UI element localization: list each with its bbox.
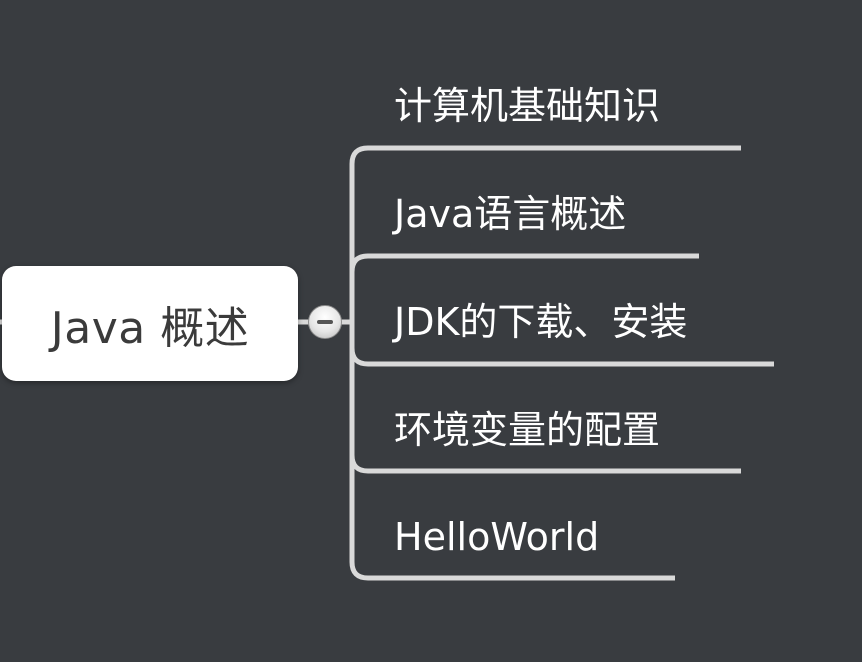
branch-line-2 xyxy=(349,253,699,273)
subtopic-2[interactable]: Java语言概述 xyxy=(394,195,626,233)
root-topic-label: Java 概述 xyxy=(50,302,250,354)
subtopic-1-label: 计算机基础知识 xyxy=(394,84,661,128)
minus-circle-icon xyxy=(317,320,333,324)
collapse-toggle-button[interactable] xyxy=(308,305,342,339)
subtopic-4[interactable]: 环境变量的配置 xyxy=(394,411,660,449)
subtopic-5[interactable]: HelloWorld xyxy=(394,518,599,556)
subtopic-5-label: HelloWorld xyxy=(394,515,600,559)
subtopic-1[interactable]: 计算机基础知识 xyxy=(394,87,660,125)
branch-line-1 xyxy=(349,145,741,165)
subtopic-3-label: JDK的下载、安装 xyxy=(394,300,688,344)
branch-line-5 xyxy=(349,561,675,581)
branch-line-4 xyxy=(349,454,741,474)
branch-line-3 xyxy=(349,347,774,367)
subtopic-3[interactable]: JDK的下载、安装 xyxy=(394,303,687,341)
root-topic-node[interactable]: Java 概述 xyxy=(2,266,298,381)
subtopic-2-label: Java语言概述 xyxy=(394,192,627,236)
subtopic-4-label: 环境变量的配置 xyxy=(394,408,661,452)
